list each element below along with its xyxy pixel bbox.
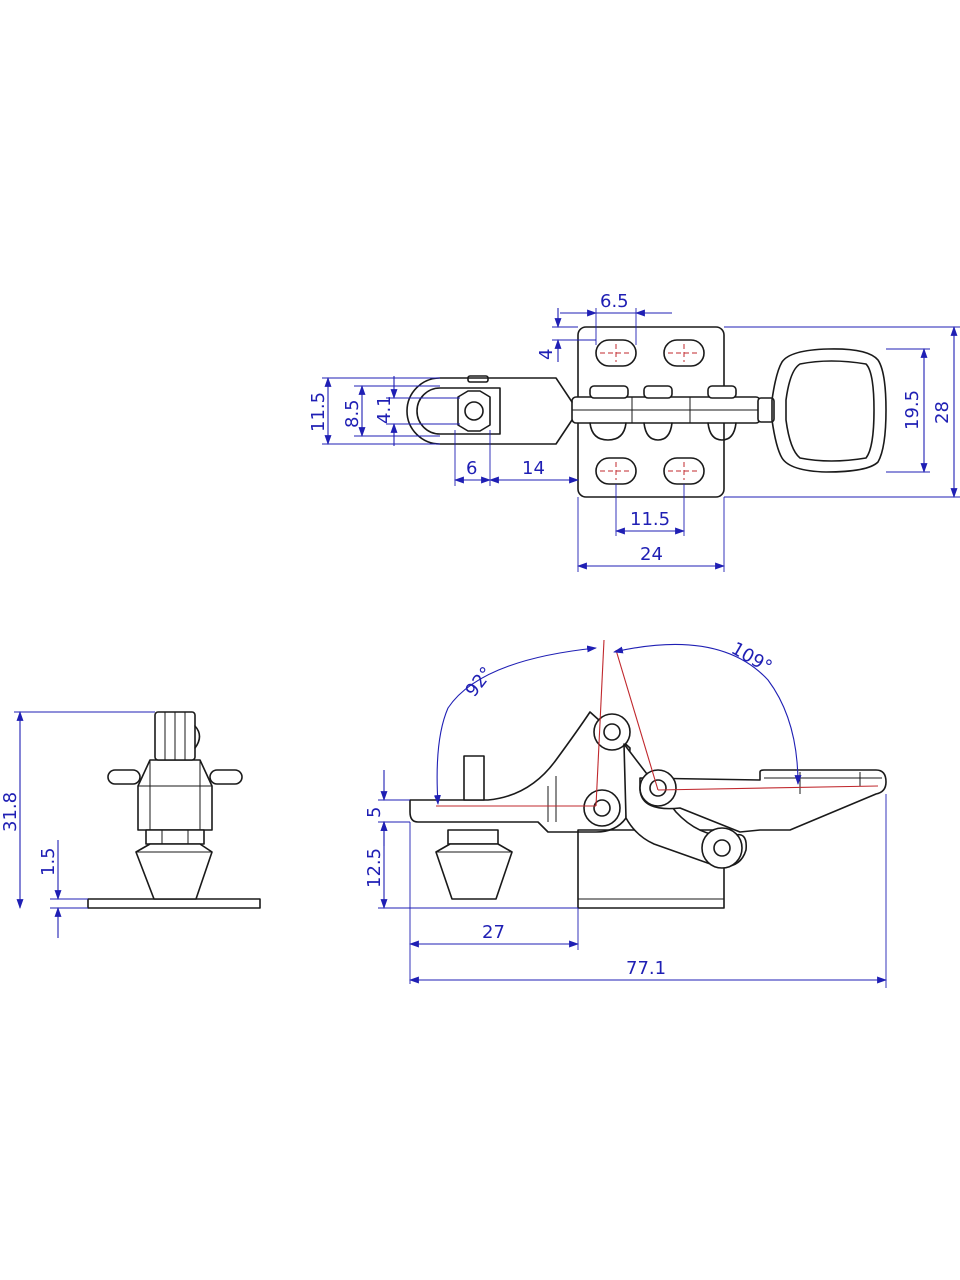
dim-slot-offset: 4 (536, 308, 562, 362)
spindle (464, 401, 484, 421)
side-view: 92° 109° 5 12.5 27 77.1 (364, 638, 887, 988)
dim-spindle-offset: 6 (454, 458, 491, 484)
dim-base-thickness: 1.5 (38, 840, 62, 938)
dim-label: 19.5 (902, 390, 923, 430)
dim-label: 5 (364, 807, 385, 818)
dim-label: 77.1 (626, 958, 666, 979)
handle-top (757, 348, 887, 473)
end-body (137, 759, 213, 831)
dim-label: 109° (728, 638, 776, 678)
dim-slot-pitch: 6.5 (560, 291, 672, 317)
dim-base-height: 28 (932, 326, 958, 498)
dim-open-angle-handle: 109° (613, 638, 802, 785)
end-view: 31.8 1.5 (0, 711, 261, 938)
dim-overall-height: 31.8 (0, 711, 24, 909)
dim-label: 28 (932, 401, 953, 424)
pivot (701, 827, 743, 869)
end-nut (145, 829, 205, 845)
pivot (639, 769, 677, 807)
dim-arm-height: 12.5 (364, 821, 388, 909)
dim-spindle-width: 4.1 (374, 376, 398, 446)
pivot (583, 789, 621, 827)
dim-handle-width: 19.5 (902, 348, 928, 473)
end-base-plate (87, 898, 261, 909)
dim-arm-to-base: 14 (489, 458, 579, 484)
dim-label: 31.8 (0, 792, 21, 832)
dim-overall-length: 77.1 (409, 958, 887, 984)
side-spindle-rod (463, 755, 485, 801)
dim-base-width: 24 (577, 544, 725, 570)
dim-label: 4.1 (374, 395, 395, 424)
top-view: 6.5 4 11.5 8.5 4.1 6 14 1 (308, 291, 960, 572)
linkage-top (571, 385, 761, 441)
dim-label: 12.5 (364, 848, 385, 888)
dim-label: 24 (640, 544, 663, 565)
slot-centerlines (600, 344, 700, 480)
dim-label: 92° (461, 663, 497, 701)
dim-label: 1.5 (38, 847, 59, 876)
dim-arm-thickness: 5 (364, 770, 388, 846)
dim-open-angle-arm: 92° (433, 645, 597, 805)
dim-label: 27 (482, 922, 505, 943)
dim-label: 4 (536, 349, 557, 360)
dim-reach: 27 (409, 922, 579, 948)
dim-arm-inner: 8.5 (342, 385, 366, 437)
dim-arm-width: 11.5 (308, 377, 332, 445)
slot (595, 339, 637, 367)
dim-label: 11.5 (308, 392, 329, 432)
clamp-arm-top (406, 375, 573, 445)
slot (663, 339, 705, 367)
dim-label: 6 (466, 458, 477, 479)
dim-label: 14 (522, 458, 545, 479)
top-view-extension-lines (322, 308, 960, 572)
dim-label: 11.5 (630, 509, 670, 530)
dim-hole-spacing: 11.5 (615, 509, 685, 535)
dim-label: 6.5 (600, 291, 629, 312)
dim-label: 8.5 (342, 399, 363, 428)
